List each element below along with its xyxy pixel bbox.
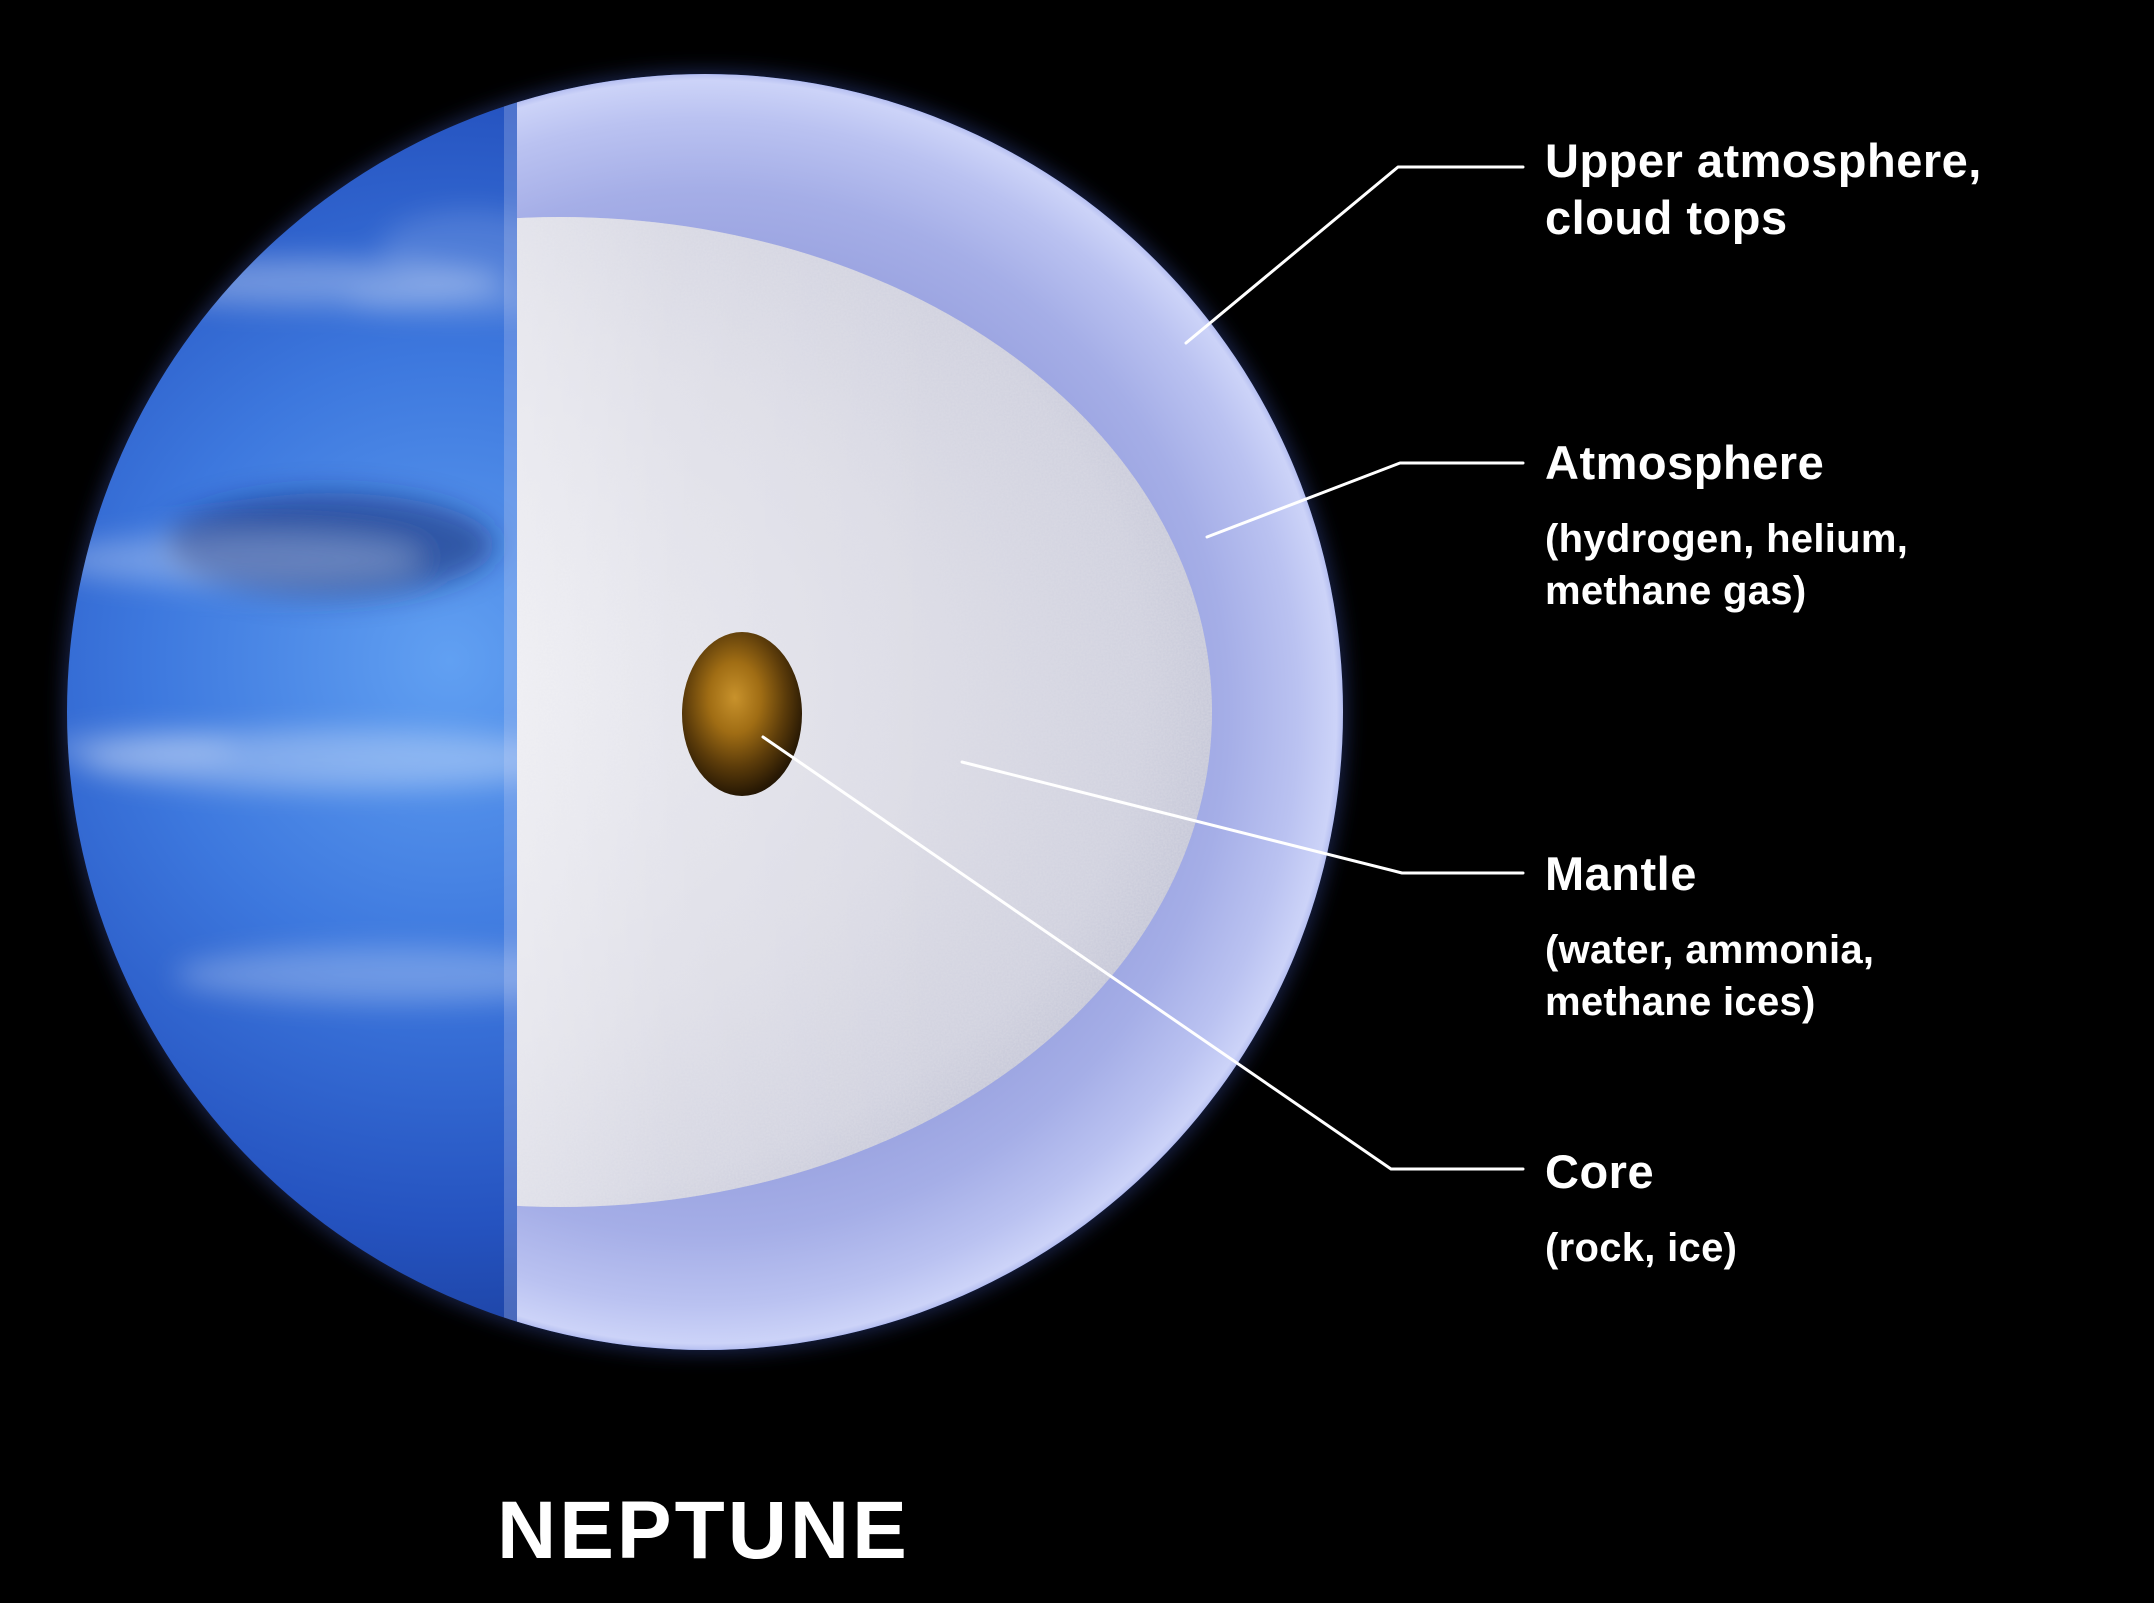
cloud-bands [67, 210, 605, 1003]
mantle-composition: (water, ammonia, methane ices) [1545, 928, 1875, 1025]
cutaway-section [517, 74, 1343, 1350]
atmosphere-composition: (hydrogen, helium, methane gas) [1545, 517, 1909, 614]
leader-lines [761, 165, 1525, 1171]
label-upper-atmosphere: Upper atmosphere, cloud tops [1545, 132, 1982, 247]
leader-line-mantle [960, 760, 1525, 875]
mantle-heading: Mantle [1545, 847, 1697, 900]
leader-line-upper-atmosphere [1184, 165, 1525, 345]
leader-line-core [761, 735, 1525, 1171]
label-mantle: Mantle (water, ammonia, methane ices) [1545, 845, 1874, 1028]
leader-line-atmosphere [1205, 461, 1525, 539]
core-heading: Core [1545, 1145, 1655, 1198]
upper-atmosphere-heading: Upper atmosphere, cloud tops [1545, 134, 1982, 245]
label-atmosphere: Atmosphere (hydrogen, helium, methane ga… [1545, 434, 1908, 617]
core-layer [682, 632, 802, 796]
atmosphere-heading: Atmosphere [1545, 436, 1825, 489]
label-core: Core (rock, ice) [1545, 1143, 1737, 1274]
core-composition: (rock, ice) [1545, 1226, 1738, 1271]
cut-plane-rim [504, 74, 518, 1350]
diagram-title: NEPTUNE [497, 1485, 910, 1576]
